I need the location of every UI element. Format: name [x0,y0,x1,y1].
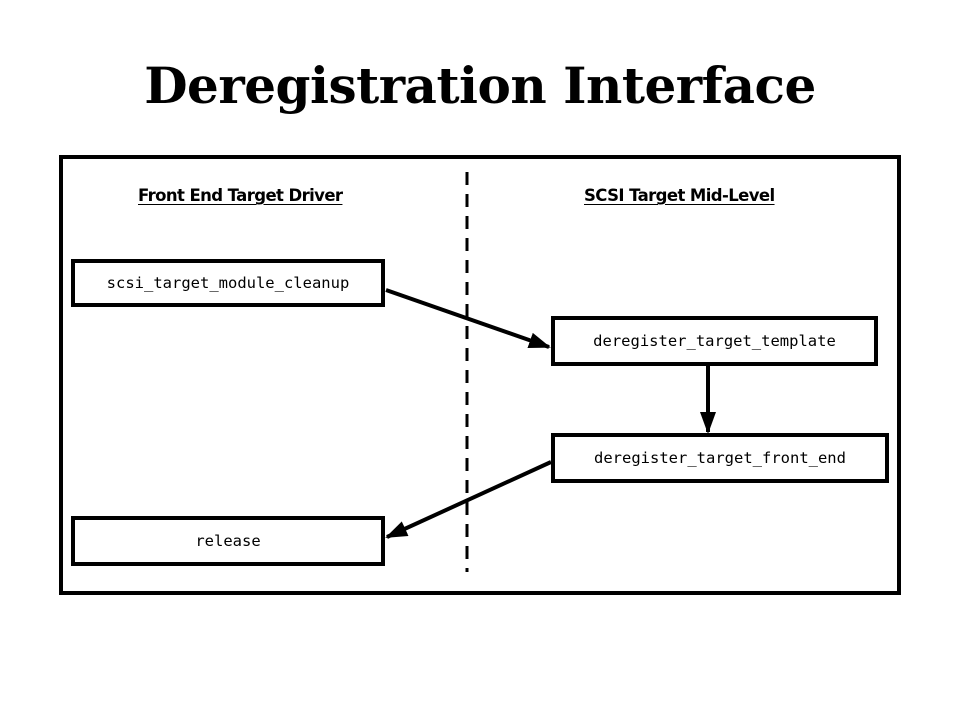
node-scsi-target-module-cleanup: scsi_target_module_cleanup [71,259,385,307]
arrow-cleanup-to-template [385,288,551,349]
node-deregister-target-template: deregister_target_template [551,316,878,366]
slide-title: Deregistration Interface [144,56,816,115]
lane-title-mid-level: SCSI Target Mid-Level [584,186,775,205]
node-release: release [71,516,385,566]
arrow-front-end-to-release [385,460,552,539]
lane-title-front-end: Front End Target Driver [138,186,343,205]
node-deregister-target-front-end: deregister_target_front_end [551,433,889,483]
